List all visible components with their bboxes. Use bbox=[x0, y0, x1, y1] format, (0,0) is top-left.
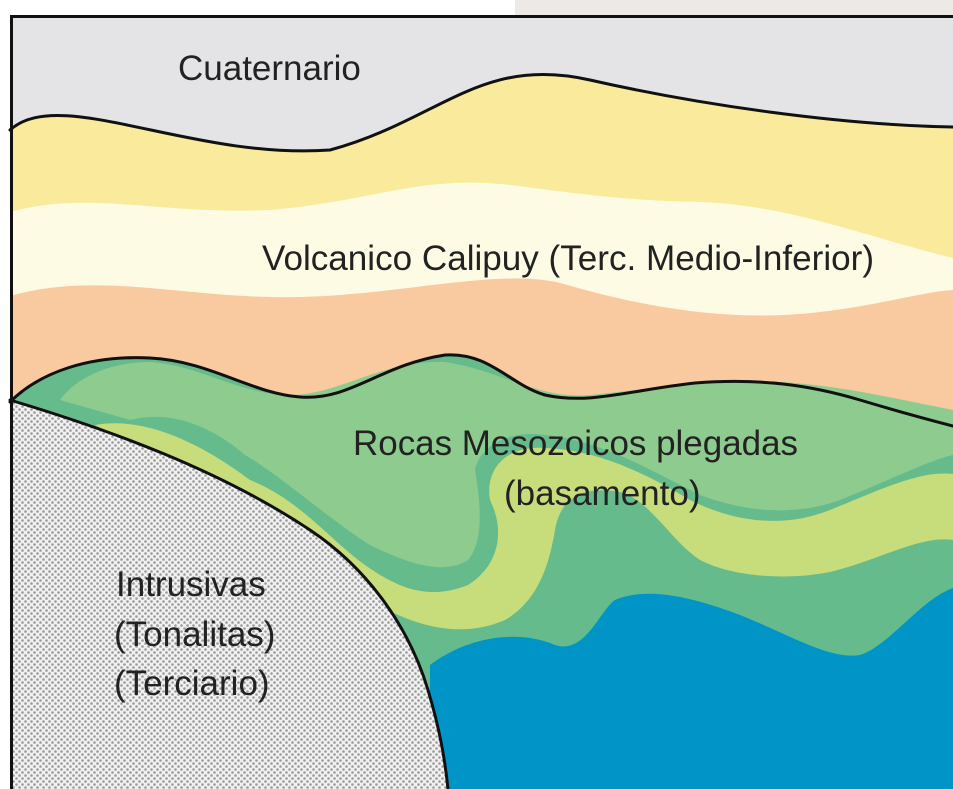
cuaternario-contact-line bbox=[8, 72, 953, 153]
intrusive-contact-line bbox=[8, 398, 450, 789]
intrusive-body bbox=[10, 400, 448, 789]
label-rocas-mesozoicos: Rocas Mesozoicos plegadas bbox=[353, 424, 798, 463]
mesozoic-light-green-fold bbox=[60, 361, 953, 568]
label-volcanico-calipuy: Volcanico Calipuy (Terc. Medio-Inferior) bbox=[262, 239, 874, 278]
label-tonalitas: (Tonalitas) bbox=[114, 615, 275, 654]
mesozoic-folded-bed bbox=[95, 423, 953, 630]
basement-blue-layer bbox=[430, 588, 953, 789]
label-intrusivas: Intrusivas bbox=[116, 565, 266, 604]
label-basamento: (basamento) bbox=[504, 474, 700, 513]
mesozoic-contact-line bbox=[8, 353, 953, 428]
label-terciario: (Terciario) bbox=[114, 664, 270, 703]
label-cuaternario: Cuaternario bbox=[178, 49, 361, 88]
outside-corner-area bbox=[515, 0, 953, 15]
diagram-frame bbox=[10, 15, 953, 789]
